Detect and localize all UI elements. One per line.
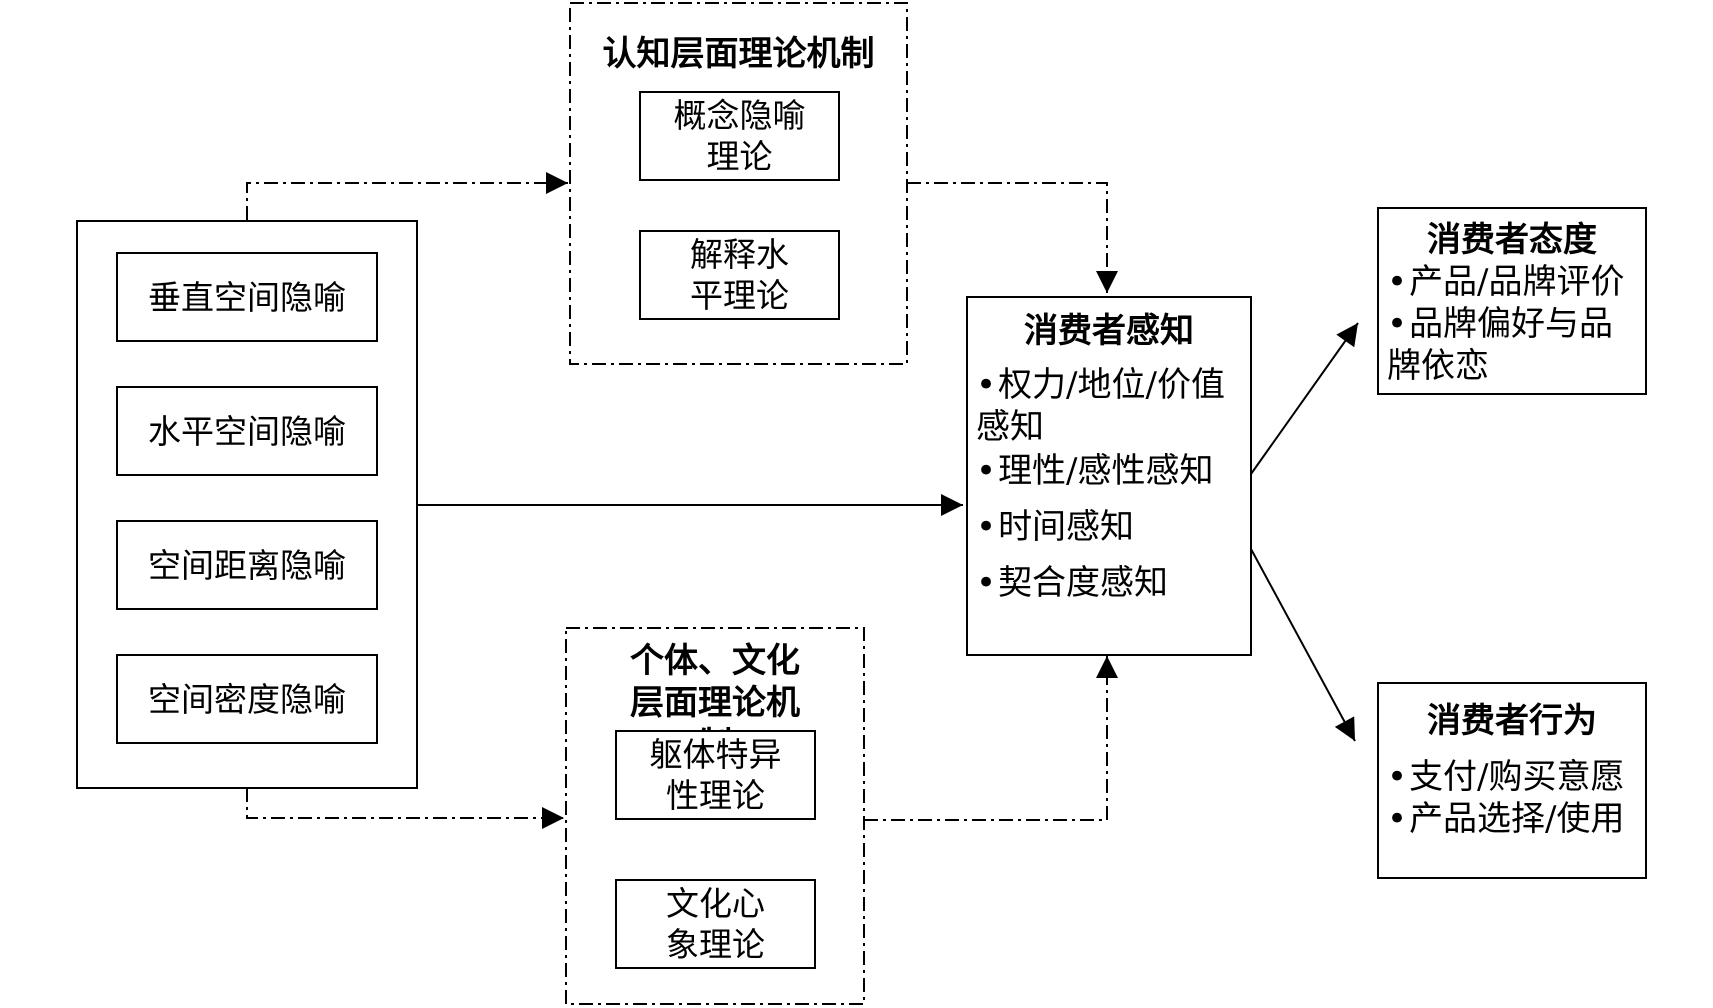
- consumer-perception: 消费者感知 权力/地位/价值感知 理性/感性感知 时间感知 契合度感知: [966, 296, 1252, 656]
- cognitive-mechanism: 认知层面理论机制: [570, 3, 907, 364]
- arrow-individual-to-perception: [864, 656, 1118, 821]
- perception-item-label: 契合度感知: [998, 563, 1169, 603]
- theory-label: 躯体特异性理论: [649, 735, 782, 815]
- spatial-metaphor-label: 垂直空间隐喻: [148, 277, 346, 317]
- arrow-spatial-to-individual: [246, 788, 564, 829]
- spatial-metaphor-label: 空间距离隐喻: [148, 545, 346, 585]
- individual-cultural-mechanism-frame: [565, 627, 865, 1005]
- perception-item-time: 时间感知: [976, 506, 1248, 548]
- arrow-perception-to-behavior: [1250, 548, 1356, 742]
- theory-label: 文化心象理论: [666, 884, 765, 964]
- perception-item-label: 理性/感性感知: [998, 451, 1214, 491]
- attitude-item-preference: 品牌偏好与品牌依恋: [1387, 303, 1643, 387]
- attitude-item-label: 品牌偏好与品牌依恋: [1387, 304, 1614, 386]
- spatial-metaphor-horizontal: 水平空间隐喻: [116, 386, 378, 476]
- perception-item-fit: 契合度感知: [976, 562, 1248, 604]
- cognitive-mechanism-title: 认知层面理论机制: [602, 34, 875, 74]
- consumer-behavior: 消费者行为 支付/购买意愿 产品选择/使用: [1377, 682, 1647, 879]
- perception-item-rational: 理性/感性感知: [976, 450, 1248, 492]
- consumer-attitude: 消费者态度 产品/品牌评价 品牌偏好与品牌依恋: [1377, 207, 1647, 395]
- theory-embodiment: 躯体特异性理论: [615, 730, 816, 820]
- spatial-metaphor-density: 空间密度隐喻: [116, 654, 378, 744]
- perception-item-power: 权力/地位/价值感知: [976, 364, 1248, 448]
- behavior-item-willingness: 支付/购买意愿: [1387, 756, 1643, 798]
- consumer-perception-title: 消费者感知: [1024, 311, 1194, 351]
- theory-label: 解释水平理论: [690, 235, 789, 315]
- consumer-attitude-title: 消费者态度: [1427, 220, 1597, 260]
- perception-item-label: 时间感知: [998, 507, 1135, 547]
- theory-conceptual-metaphor: 概念隐喻理论: [639, 91, 840, 181]
- spatial-metaphor-label: 水平空间隐喻: [148, 411, 346, 451]
- theory-label: 概念隐喻理论: [673, 96, 806, 176]
- consumer-behavior-title: 消费者行为: [1427, 701, 1597, 741]
- theory-cultural-imagery: 文化心象理论: [615, 879, 816, 969]
- attitude-item-label: 产品/品牌评价: [1409, 262, 1625, 302]
- attitude-item-evaluation: 产品/品牌评价: [1387, 261, 1643, 303]
- behavior-item-label: 支付/购买意愿: [1409, 757, 1625, 797]
- arrow-cognitive-to-perception: [907, 182, 1118, 293]
- behavior-item-choice: 产品选择/使用: [1387, 798, 1643, 840]
- arrow-perception-to-attitude: [1250, 322, 1359, 475]
- spatial-metaphor-label: 空间密度隐喻: [148, 679, 346, 719]
- perception-item-label: 权力/地位/价值感知: [976, 365, 1225, 447]
- theory-construal-level: 解释水平理论: [639, 230, 840, 320]
- spatial-metaphor-vertical: 垂直空间隐喻: [116, 252, 378, 342]
- spatial-metaphor-distance: 空间距离隐喻: [116, 520, 378, 610]
- arrow-spatial-to-cognitive: [246, 172, 568, 220]
- behavior-item-label: 产品选择/使用: [1409, 799, 1625, 839]
